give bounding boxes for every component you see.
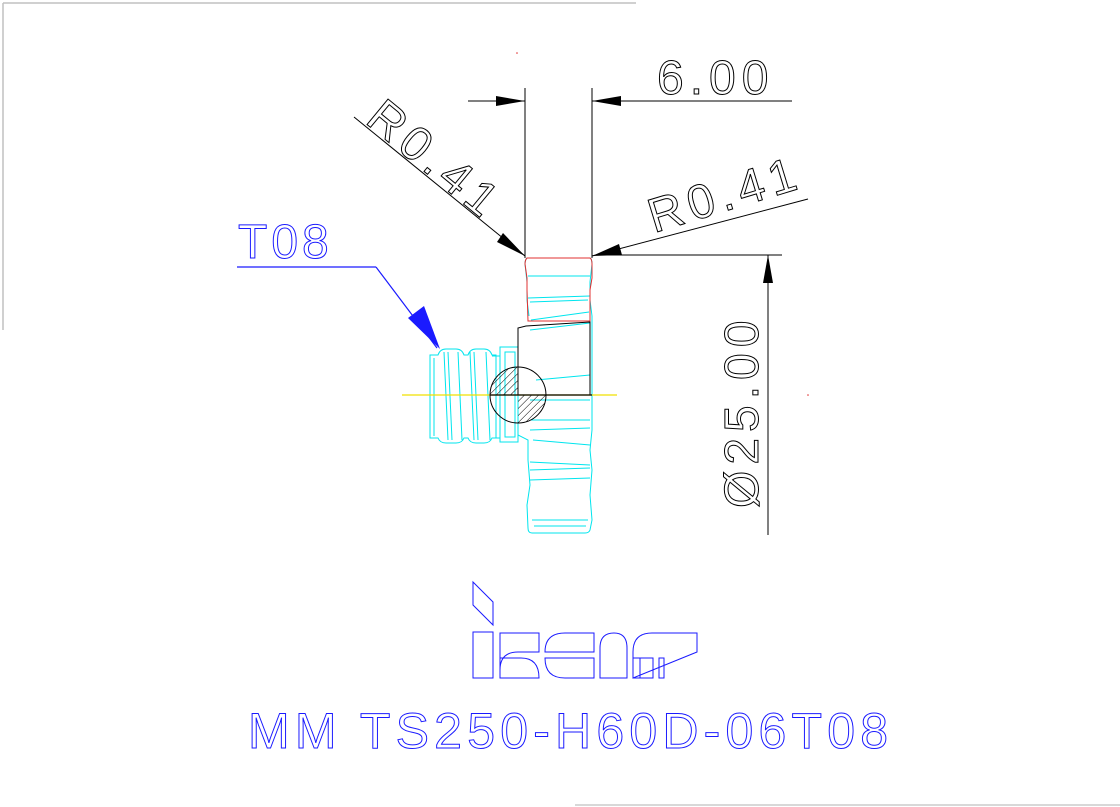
diameter-dimension-label: Ø25.00 [716,315,769,508]
torx-callout-label: T08 [238,216,333,269]
cutting-edge-profile [524,257,593,322]
snap-marker [807,394,809,396]
snap-marker [516,52,518,54]
width-dimension-label: 6.00 [657,52,774,105]
radius-right-label: R0.41 [642,147,809,244]
part-number: MM TS250-H60D-06T08 [248,703,893,759]
torx-callout-leader [237,266,440,349]
section-symbol [489,366,547,424]
iscar-logo [472,580,698,679]
radius-left-leader [353,116,526,257]
radius-left-label: R0.41 [357,90,513,231]
radius-right-leader [591,198,809,257]
width-dimension [468,88,792,258]
section-edge [517,321,591,395]
diameter-dimension [596,254,782,535]
